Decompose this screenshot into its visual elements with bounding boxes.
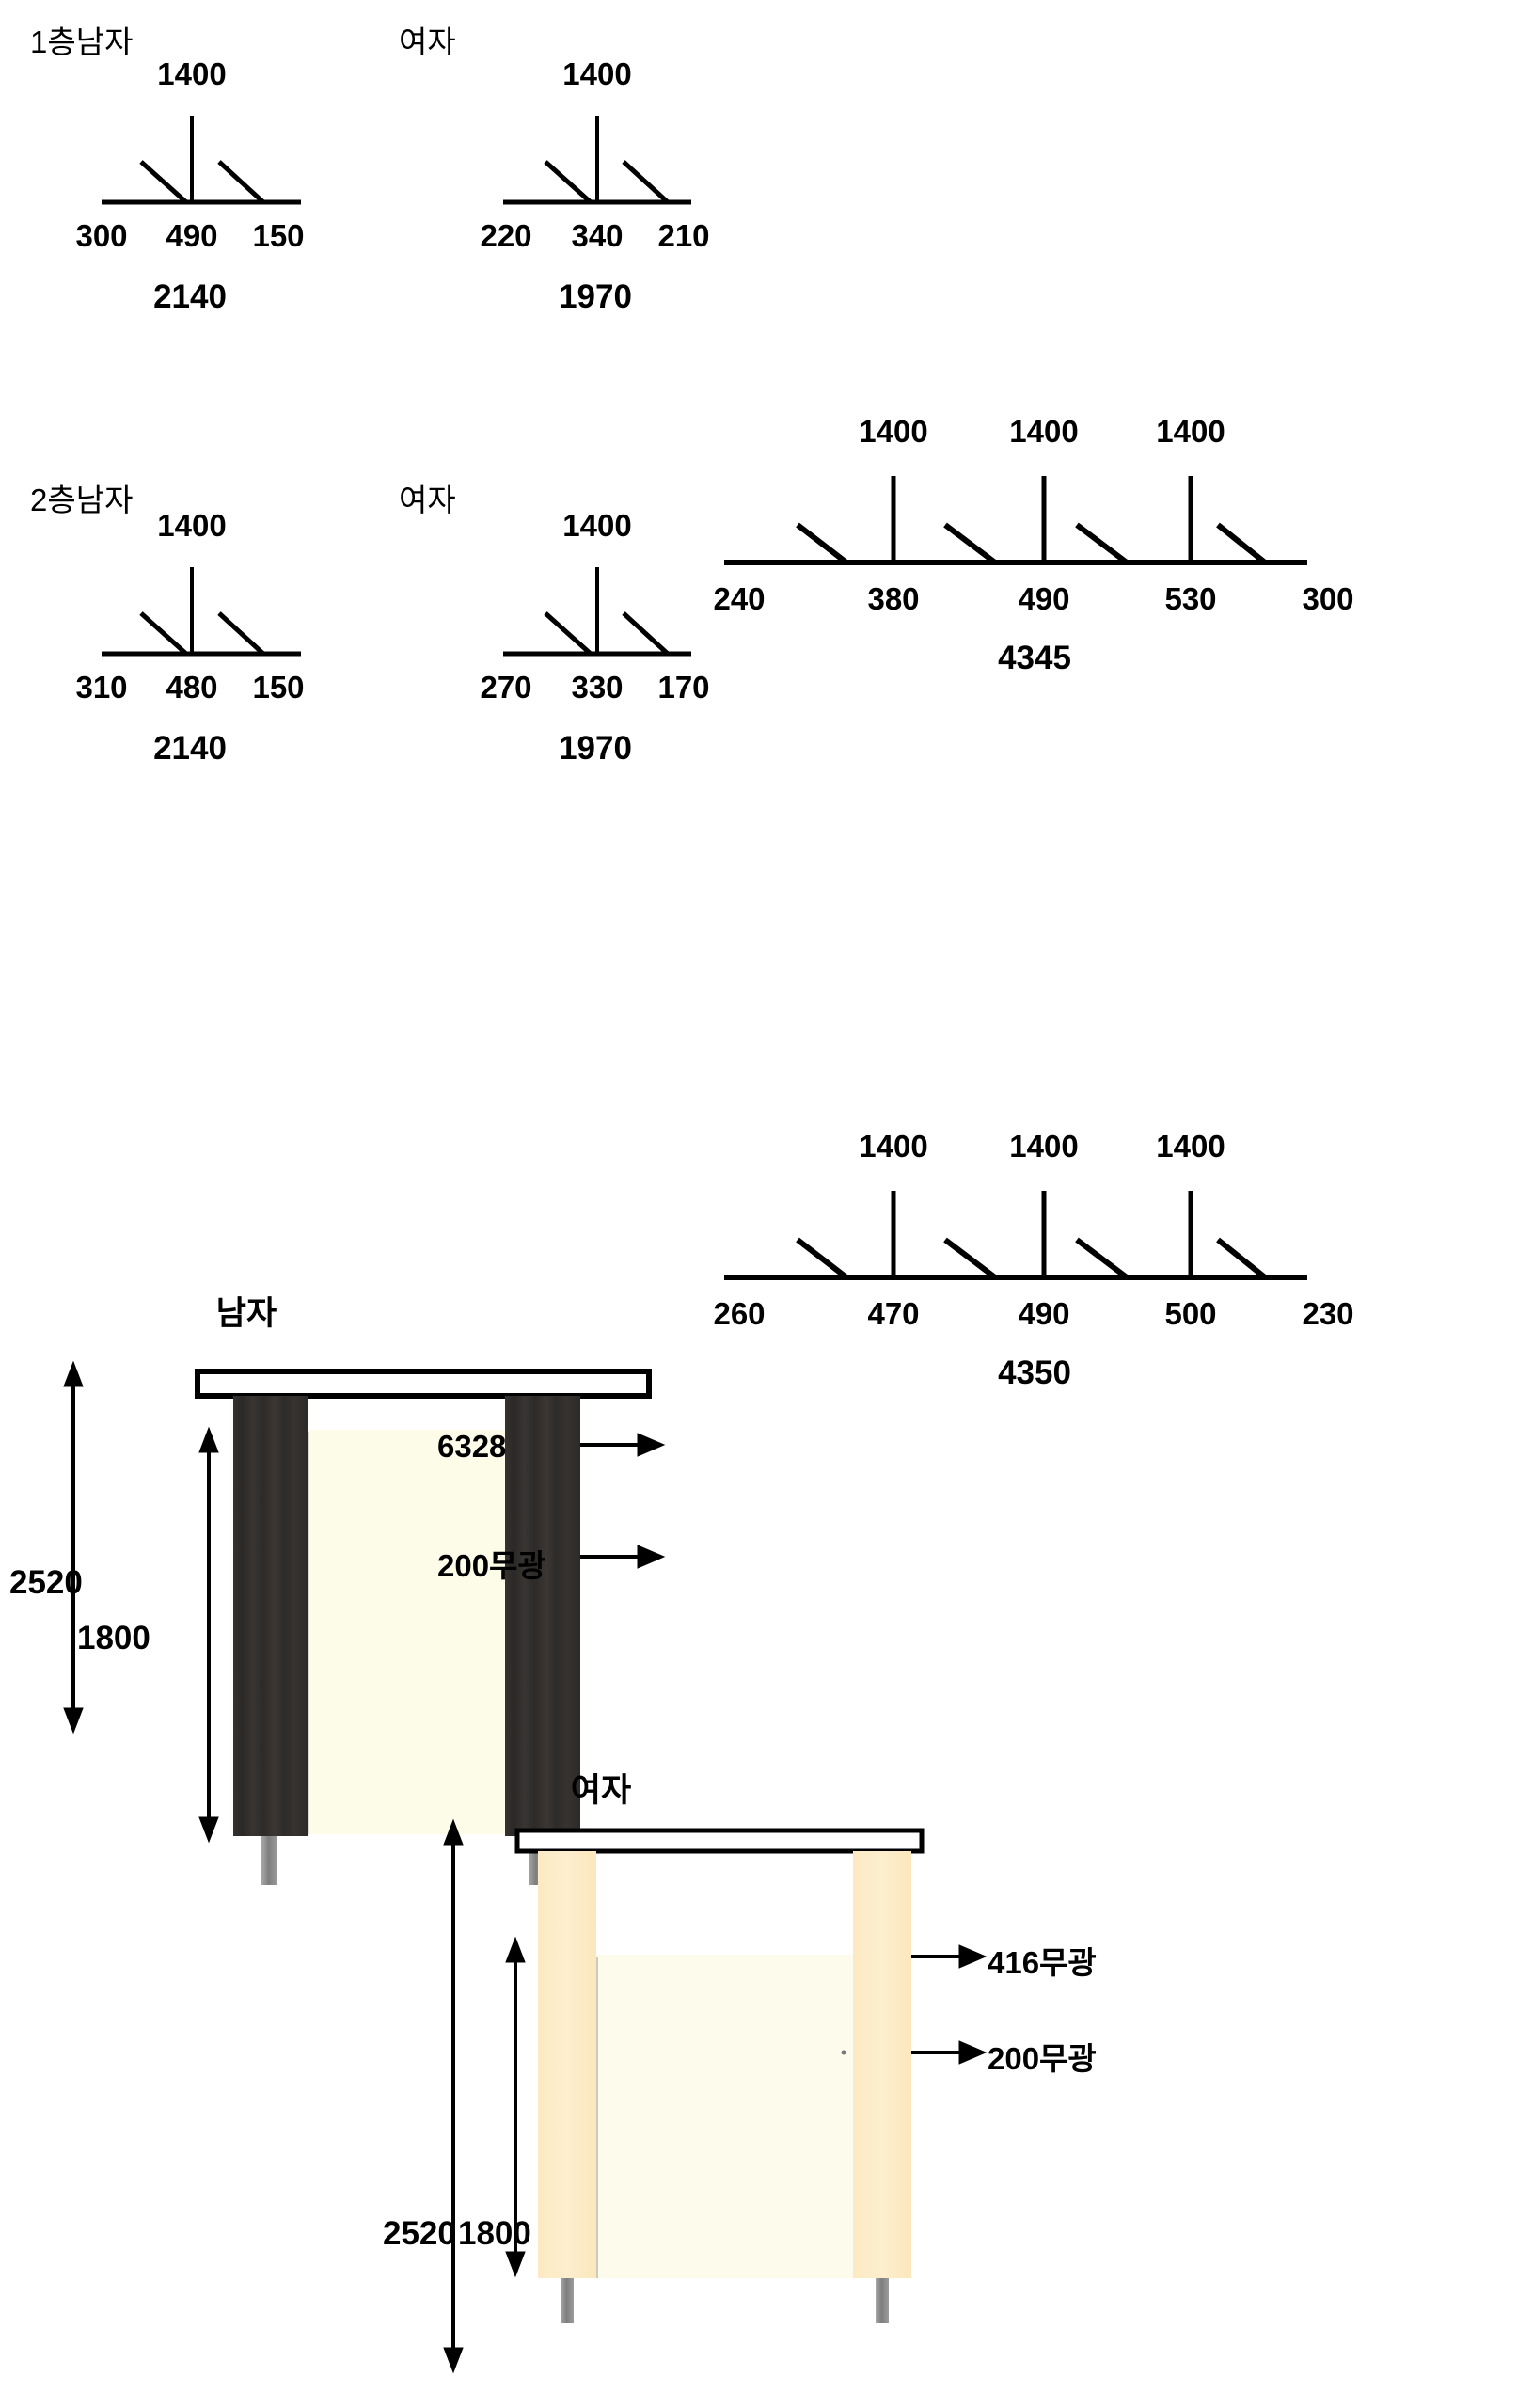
- height-label-1400: 1400: [157, 56, 227, 91]
- left-dark-panel: [233, 1396, 308, 1836]
- men-overall-height-label: 2520: [9, 1564, 83, 1601]
- total-label-2140: 2140: [153, 730, 227, 767]
- right-light-panel: [853, 1851, 911, 2278]
- height-label-1400: 1400: [562, 508, 632, 543]
- panel-marker-dot: [841, 2050, 846, 2055]
- height-label-1400-3: 1400: [1156, 414, 1225, 449]
- width-label-300: 300: [75, 218, 128, 253]
- total-label-1970: 1970: [559, 730, 632, 767]
- counter-top-slab: [195, 1369, 652, 1399]
- width-label-260: 260: [713, 1296, 766, 1331]
- left-light-panel: [538, 1851, 596, 2278]
- men-callout-200mugwang: 200무광: [437, 1548, 546, 1583]
- width-label-300: 300: [1302, 581, 1354, 616]
- width-label-530: 530: [1164, 581, 1217, 616]
- women-callout-200mugwang: 200무광: [988, 2041, 1097, 2076]
- callout-leader-6328: [580, 1433, 666, 1457]
- width-label-490: 490: [1018, 581, 1070, 616]
- leg-left: [561, 2278, 574, 2323]
- width-label-490: 490: [1018, 1296, 1070, 1331]
- width-label-500: 500: [1164, 1296, 1217, 1331]
- women-overall-height-label: 2520: [383, 2215, 456, 2252]
- callout-leader-200: [580, 1545, 666, 1569]
- width-label-150: 150: [252, 218, 305, 253]
- width-label-380: 380: [867, 581, 920, 616]
- width-label-490: 490: [166, 218, 218, 253]
- height-label-1400-2: 1400: [1009, 1129, 1079, 1164]
- width-label-310: 310: [75, 670, 128, 705]
- women-elevation-drawing: [443, 1818, 988, 2374]
- dimension-arrow-2520: [443, 1818, 464, 2374]
- total-label-4350: 4350: [998, 1354, 1071, 1391]
- right-dark-panel: [505, 1396, 580, 1836]
- height-label-1400: 1400: [562, 56, 632, 91]
- width-label-170: 170: [657, 670, 710, 705]
- men-panel-height-label: 1800: [77, 1620, 150, 1656]
- callout-leader-416: [911, 1944, 988, 1969]
- width-label-480: 480: [166, 670, 218, 705]
- dimension-arrow-1800: [198, 1426, 219, 1844]
- diagram-title-floor2-men: 2층남자: [30, 483, 134, 517]
- width-label-240: 240: [713, 581, 766, 616]
- counter-top-slab: [514, 1828, 925, 1854]
- diagram-title-floor1-men: 1층남자: [30, 24, 134, 59]
- width-label-230: 230: [1302, 1296, 1354, 1331]
- dimension-arrow-2520: [63, 1360, 84, 1735]
- partition-geometry: [503, 567, 691, 657]
- dimension-arrow-1800: [505, 1936, 526, 2278]
- height-label-1400-3: 1400: [1156, 1129, 1225, 1164]
- width-label-470: 470: [867, 1296, 920, 1331]
- diagram-title-floor2-women-a: 여자: [399, 483, 456, 517]
- men-elevation-drawing: [63, 1360, 666, 1885]
- partition-geometry: [724, 1191, 1307, 1280]
- width-label-210: 210: [657, 218, 710, 253]
- width-label-340: 340: [571, 218, 624, 253]
- width-label-220: 220: [480, 218, 532, 253]
- partition-geometry: [102, 116, 301, 205]
- total-label-2140: 2140: [153, 278, 227, 315]
- partition-geometry: [724, 476, 1307, 565]
- women-callout-416mugwang: 416무광: [988, 1945, 1097, 1980]
- leg-left: [261, 1836, 277, 1885]
- height-label-1400-2: 1400: [1009, 414, 1079, 449]
- total-label-4345: 4345: [998, 640, 1071, 676]
- partition-geometry: [503, 116, 691, 205]
- height-label-1400-1: 1400: [859, 1129, 928, 1164]
- width-label-150: 150: [252, 670, 305, 705]
- width-label-330: 330: [571, 670, 624, 705]
- diagram-title-floor1-women-a: 여자: [399, 24, 456, 59]
- height-label-1400: 1400: [157, 508, 227, 543]
- width-label-270: 270: [480, 670, 532, 705]
- infill-panel: [595, 1955, 854, 2278]
- panel-marker-dot: [493, 1554, 498, 1560]
- partition-geometry: [102, 567, 301, 657]
- men-callout-6328: 6328: [437, 1429, 507, 1464]
- callout-leader-200: [911, 2040, 988, 2065]
- height-label-1400-1: 1400: [859, 414, 928, 449]
- women-panel-height-label: 1800: [458, 2215, 531, 2252]
- leg-right: [876, 2278, 889, 2323]
- elevation-title-men: 남자: [215, 1295, 277, 1332]
- elevation-title-women: 여자: [570, 1772, 632, 1809]
- total-label-1970: 1970: [559, 278, 632, 315]
